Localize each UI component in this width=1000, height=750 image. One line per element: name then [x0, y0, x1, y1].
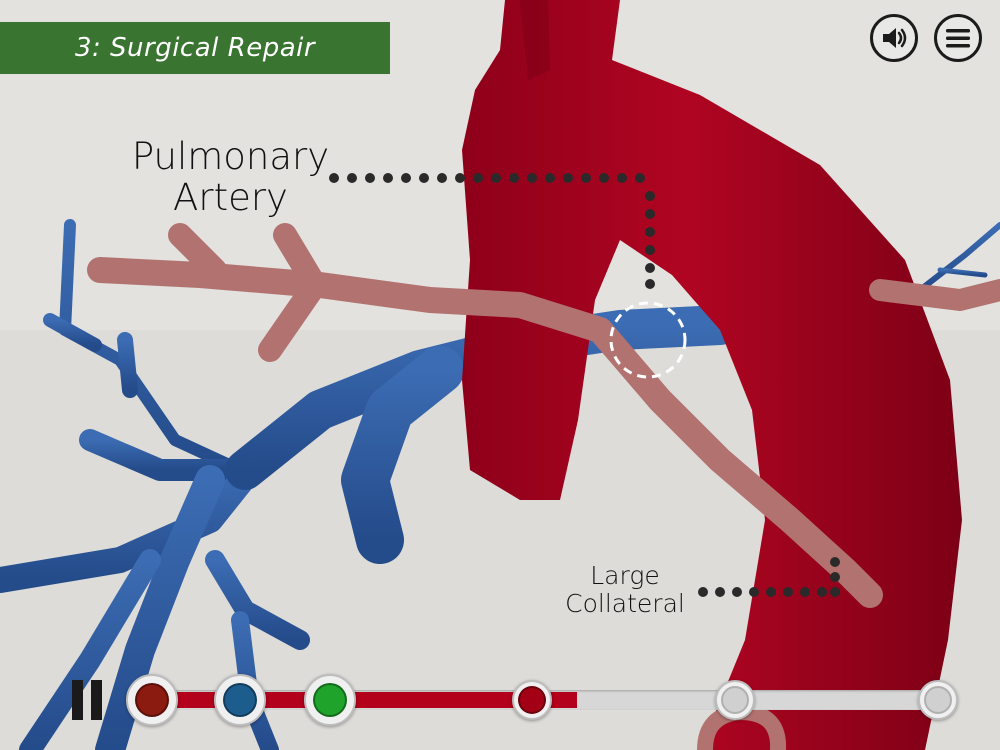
timeline-marker-4[interactable] [512, 680, 552, 720]
large-collateral-label-line1: Large [590, 561, 660, 590]
timeline-marker-dot [721, 686, 749, 714]
pulmonary-artery-label-line1: Pulmonary [131, 135, 330, 178]
timeline-marker-1[interactable] [126, 674, 178, 726]
pulmonary-artery-label: Pulmonary Artery [128, 136, 333, 219]
sound-button[interactable] [870, 14, 918, 62]
timeline-marker-dot [518, 686, 546, 714]
timeline-marker-dot [135, 683, 169, 717]
large-collateral-leader [698, 557, 840, 597]
chapter-title-banner: 3: Surgical Repair [0, 22, 390, 74]
pause-icon [72, 680, 83, 720]
timeline-marker-2[interactable] [214, 674, 266, 726]
speaker-icon [883, 28, 907, 48]
pulmonary-artery-label-line2: Artery [173, 176, 288, 220]
timeline-marker-dot [313, 683, 347, 717]
timeline-marker-3[interactable] [304, 674, 356, 726]
chapter-title: 3: Surgical Repair [74, 33, 316, 63]
highlight-ring [609, 301, 687, 379]
menu-button[interactable] [934, 14, 982, 62]
timeline-marker-5[interactable] [715, 680, 755, 720]
timeline-marker-dot [223, 683, 257, 717]
large-collateral-label: Large Collateral [555, 562, 695, 618]
large-collateral-label-line2: Collateral [565, 589, 685, 618]
pulmonary-artery-leader [329, 173, 655, 289]
pause-button[interactable] [70, 680, 104, 720]
timeline-marker-6[interactable] [918, 680, 958, 720]
hamburger-menu-icon [946, 29, 970, 48]
timeline-marker-dot [924, 686, 952, 714]
